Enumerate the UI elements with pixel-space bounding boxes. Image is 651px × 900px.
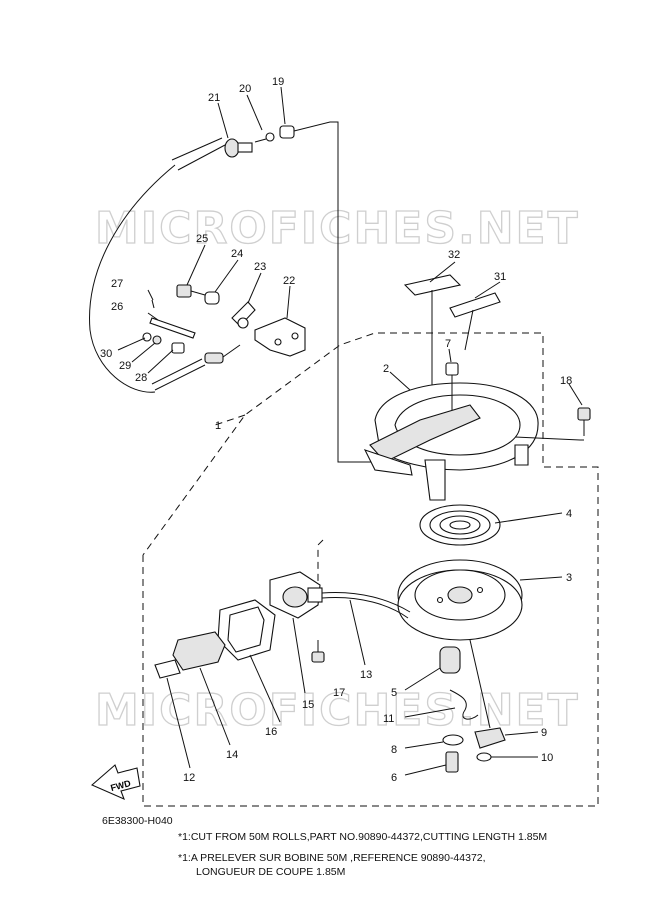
part-11-return-spring — [449, 689, 479, 720]
part-10-washer — [476, 752, 492, 762]
part-25-bolt — [176, 284, 206, 298]
callout-27: 27 — [111, 278, 123, 290]
note-line-2: *1:A PRELEVER SUR BOBINE 50M ,REFERENCE … — [178, 852, 486, 864]
callout-11: 11 — [383, 713, 394, 725]
part-12-handle-plug — [154, 659, 181, 679]
part-6-bolt — [445, 751, 459, 773]
part-29-nut — [152, 335, 162, 345]
part-16-starter-handle — [217, 599, 276, 661]
part-27-clip — [151, 299, 155, 309]
callout-18: 18 — [560, 375, 572, 387]
callout-9: 9 — [541, 727, 547, 739]
assembly-boundary — [142, 332, 599, 807]
throttle-cable — [89, 164, 176, 393]
callout-12: 12 — [183, 772, 195, 784]
watermark-top: MICROFICHES.NET — [95, 203, 580, 254]
part-19-joint — [279, 125, 295, 139]
part-20-nut — [254, 132, 275, 143]
callout-16: 16 — [265, 726, 277, 738]
part-18-leader — [514, 436, 584, 441]
part-7-bolt — [445, 362, 459, 410]
part-14-handle-insert — [172, 631, 226, 671]
callout-25: 25 — [196, 233, 208, 245]
part-5-bushing — [439, 646, 461, 674]
part-26-link-rod — [149, 317, 196, 339]
part-22-bracket — [254, 317, 306, 357]
callout-8: 8 — [391, 744, 397, 756]
callout-10: 10 — [541, 752, 553, 764]
callout-24: 24 — [231, 248, 243, 260]
callout-14: 14 — [226, 749, 238, 761]
part-28-screw — [171, 342, 185, 354]
callout-1-leader — [214, 414, 246, 426]
part-17-bolt — [311, 640, 325, 663]
dashed-link-4 — [317, 539, 324, 605]
callout-26: 26 — [111, 301, 123, 313]
callout-31: 31 — [494, 271, 506, 283]
callout-7: 7 — [445, 338, 451, 350]
cable-tube-edge — [171, 137, 223, 161]
callout-4: 4 — [566, 508, 572, 520]
callout-13: 13 — [360, 669, 372, 681]
callout-5: 5 — [391, 687, 397, 699]
callout-17: 17 — [333, 687, 345, 699]
callout-32: 32 — [448, 249, 460, 261]
cable-tube — [177, 144, 226, 171]
diagram-code: 6E38300-H040 — [102, 815, 173, 827]
note-line-3: LONGUEUR DE COUPE 1.85M — [196, 866, 346, 878]
part-24-collar — [204, 291, 220, 305]
callout-15: 15 — [302, 699, 314, 711]
callout-3: 3 — [566, 572, 572, 584]
part-15-rope-guide — [269, 571, 323, 619]
callout-29: 29 — [119, 360, 131, 372]
note-line-1: *1:CUT FROM 50M ROLLS,PART NO.90890-4437… — [178, 831, 548, 843]
callout-22: 22 — [283, 275, 295, 287]
callout-2: 2 — [383, 363, 389, 375]
part-3-sheave-drum — [397, 559, 523, 641]
part-18-bolt — [577, 407, 591, 436]
part-9-drive-pawl — [474, 727, 506, 749]
callout-6: 6 — [391, 772, 397, 784]
part-4-spiral-spring — [419, 504, 501, 546]
fwd-arrow-icon: FWD — [90, 764, 141, 801]
part-30-washer — [142, 332, 152, 342]
cable-route-line — [289, 121, 372, 463]
throttle-cable-end — [151, 344, 241, 391]
part-23-lever — [231, 301, 256, 329]
part-31-decal — [449, 292, 501, 318]
callout-23: 23 — [254, 261, 266, 273]
callout-28: 28 — [135, 372, 147, 384]
callout-20: 20 — [239, 83, 251, 95]
part-2-starter-housing — [363, 382, 539, 501]
callout-19: 19 — [272, 76, 284, 88]
callout-1: 1 — [215, 420, 221, 432]
callout-21: 21 — [208, 92, 220, 104]
part-21-cable-end — [224, 138, 253, 158]
callout-30: 30 — [100, 348, 112, 360]
part-8-washer — [442, 734, 464, 746]
part-13-starter-rope — [321, 591, 411, 613]
